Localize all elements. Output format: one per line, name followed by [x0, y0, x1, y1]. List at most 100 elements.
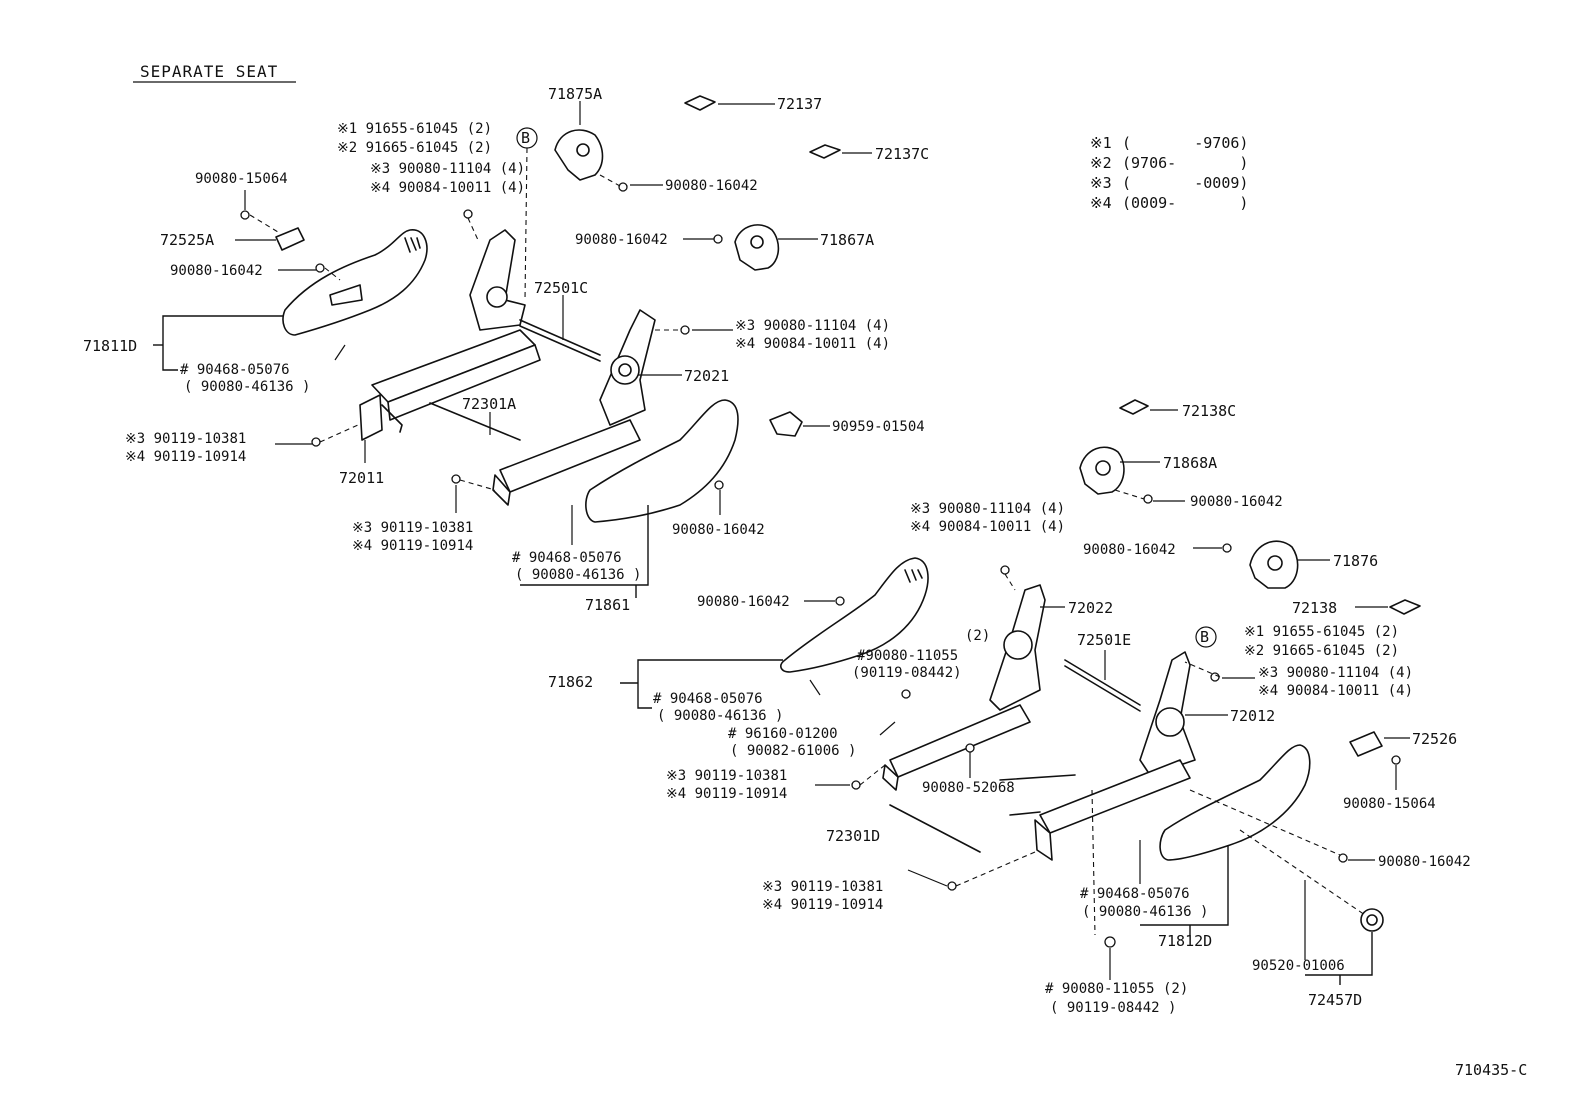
track-inner-right: [889, 704, 1031, 778]
shield-71811d: [282, 229, 428, 336]
bolt-s3-r2: [1210, 672, 1220, 682]
label-90080-11055-a: #90080-11055: [857, 648, 958, 664]
dash-3: [467, 217, 479, 241]
label-72525a: 72525A: [160, 231, 214, 249]
label-90119-08442-a: (90119-08442): [852, 665, 962, 681]
cover-71876: [1249, 540, 1299, 589]
label-71861: 71861: [585, 596, 630, 614]
lead-90468-l: [334, 344, 346, 361]
bolt-s3-left: [311, 437, 321, 447]
shield-71862: [780, 557, 929, 673]
bolt-s3-low: [451, 474, 461, 484]
leader-lines: [235, 101, 1410, 980]
label-s3-r1: ※3 90080-11104 (4): [910, 501, 1065, 517]
label-90080-11055-b: # 90080-11055 (2): [1045, 981, 1188, 997]
recliner-plate-72022-pivot: [1003, 630, 1033, 660]
bolt-s3-r4: [947, 881, 957, 891]
callout-b-top-ring: [516, 127, 538, 149]
label-b1-top: ※1 91655-61045 (2): [337, 121, 492, 137]
label-72012: 72012: [1230, 707, 1275, 725]
dash-5: [599, 174, 621, 187]
label-90468-right-2: ( 90080-46136 ): [657, 708, 783, 724]
label-96160-1: # 96160-01200: [728, 726, 838, 742]
label-90468-mid-2: ( 90080-46136 ): [515, 567, 641, 583]
cap-72137c: [809, 144, 841, 159]
dash-10: [1004, 573, 1016, 591]
label-90119-08442-b: ( 90119-08442 ): [1050, 1000, 1176, 1016]
label-90080-15064-left: 90080-15064: [195, 171, 288, 187]
label-71812d: 71812D: [1158, 932, 1212, 950]
track-72011-foot: [359, 394, 383, 441]
bolt-90080-16042-b: [618, 182, 628, 192]
bolt-s3-mid: [680, 325, 690, 335]
bracket-71861: [520, 505, 649, 586]
label-s4-r3: ※4 90119-10914: [666, 786, 787, 802]
label-90959-01504: 90959-01504: [832, 419, 925, 435]
label-72022: 72022: [1068, 599, 1113, 617]
label-qty-2: (2): [965, 628, 990, 644]
upper-left-covers: [554, 95, 841, 271]
bolt-90080-15064-l: [240, 210, 250, 220]
label-s3-mid: ※3 90080-11104 (4): [735, 318, 890, 334]
shield-71811d-ribs: [404, 237, 421, 253]
label-s4-low: ※4 90119-10914: [352, 538, 473, 554]
label-s3-r3: ※3 90119-10381: [666, 768, 787, 784]
bracket-72457d: [1305, 932, 1373, 976]
label-90080-16042-b: 90080-16042: [665, 178, 758, 194]
lead-96160: [879, 721, 896, 736]
legend-mark-1: ※1: [1090, 134, 1112, 152]
label-90080-15064-right: 90080-15064: [1343, 796, 1436, 812]
diagram-title: SEPARATE SEAT: [140, 62, 278, 81]
legend-mark-2: ※2: [1090, 154, 1112, 172]
label-96160-2: ( 90082-61006 ): [730, 743, 856, 759]
date-range-legend: ※1 ( -9706) ※2 (9706- ) ※3 ( -0009) ※4 (…: [1090, 134, 1248, 212]
label-s3-top: ※3 90080-11104 (4): [370, 161, 525, 177]
shield-71861: [585, 399, 739, 523]
bolt-s3-r3: [851, 780, 861, 790]
recliner-plate-left: [469, 229, 526, 331]
bolt-90080-15064-r: [1391, 755, 1401, 765]
label-90080-16042-g: 90080-16042: [697, 594, 790, 610]
label-71862: 71862: [548, 673, 593, 691]
dash-13: [955, 851, 1036, 887]
label-72137: 72137: [777, 95, 822, 113]
label-s3-r2: ※3 90080-11104 (4): [1258, 665, 1413, 681]
label-90080-16042-e: 90080-16042: [1190, 494, 1283, 510]
label-s3-left: ※3 90119-10381: [125, 431, 246, 447]
label-71867a: 71867A: [820, 231, 874, 249]
label-90468-bottom-2: ( 90080-46136 ): [1082, 904, 1208, 920]
bolt-90080-16042-g: [835, 596, 845, 606]
label-90468-left-1: # 90468-05076: [180, 362, 290, 378]
cover-71867a-hole: [750, 235, 764, 249]
cover-71868a-hole: [1095, 460, 1111, 476]
rod-cross: [999, 774, 1076, 781]
label-71875a: 71875A: [548, 85, 602, 103]
dash-14: [1091, 789, 1096, 936]
assembly-lines: [249, 147, 1366, 936]
bolt-90080-11055-2: [1104, 936, 1116, 948]
rod-72501e: [1064, 659, 1141, 706]
bolt-90080-16042-d: [714, 480, 724, 490]
cover-71876-hole: [1267, 555, 1283, 571]
cable-72301a: [429, 402, 521, 441]
label-90080-16042-f: 90080-16042: [1083, 542, 1176, 558]
label-s4-top: ※4 90084-10011 (4): [370, 180, 525, 196]
label-72501c: 72501C: [534, 279, 588, 297]
legend-range-4: (0009- ): [1122, 194, 1248, 212]
lever-handle: [1009, 811, 1041, 816]
legend-range-3: ( -0009): [1122, 174, 1248, 192]
legend-range-2: (9706- ): [1122, 154, 1248, 172]
cap-72137: [684, 95, 716, 111]
lead-90468-r: [809, 679, 821, 696]
dash-16: [1239, 829, 1366, 916]
label-90080-52068: 90080-52068: [922, 780, 1015, 796]
recliner-plate-72021-pivot: [610, 355, 640, 385]
knob-72526: [1349, 731, 1383, 757]
rod-72501e-edge: [1064, 665, 1141, 712]
right-seat-track-assembly: [780, 399, 1421, 932]
dash-2: [324, 267, 341, 281]
label-b2-top: ※2 91665-61045 (2): [337, 140, 492, 156]
label-72301d: 72301D: [826, 827, 880, 845]
label-90080-16042-a: 90080-16042: [170, 263, 263, 279]
